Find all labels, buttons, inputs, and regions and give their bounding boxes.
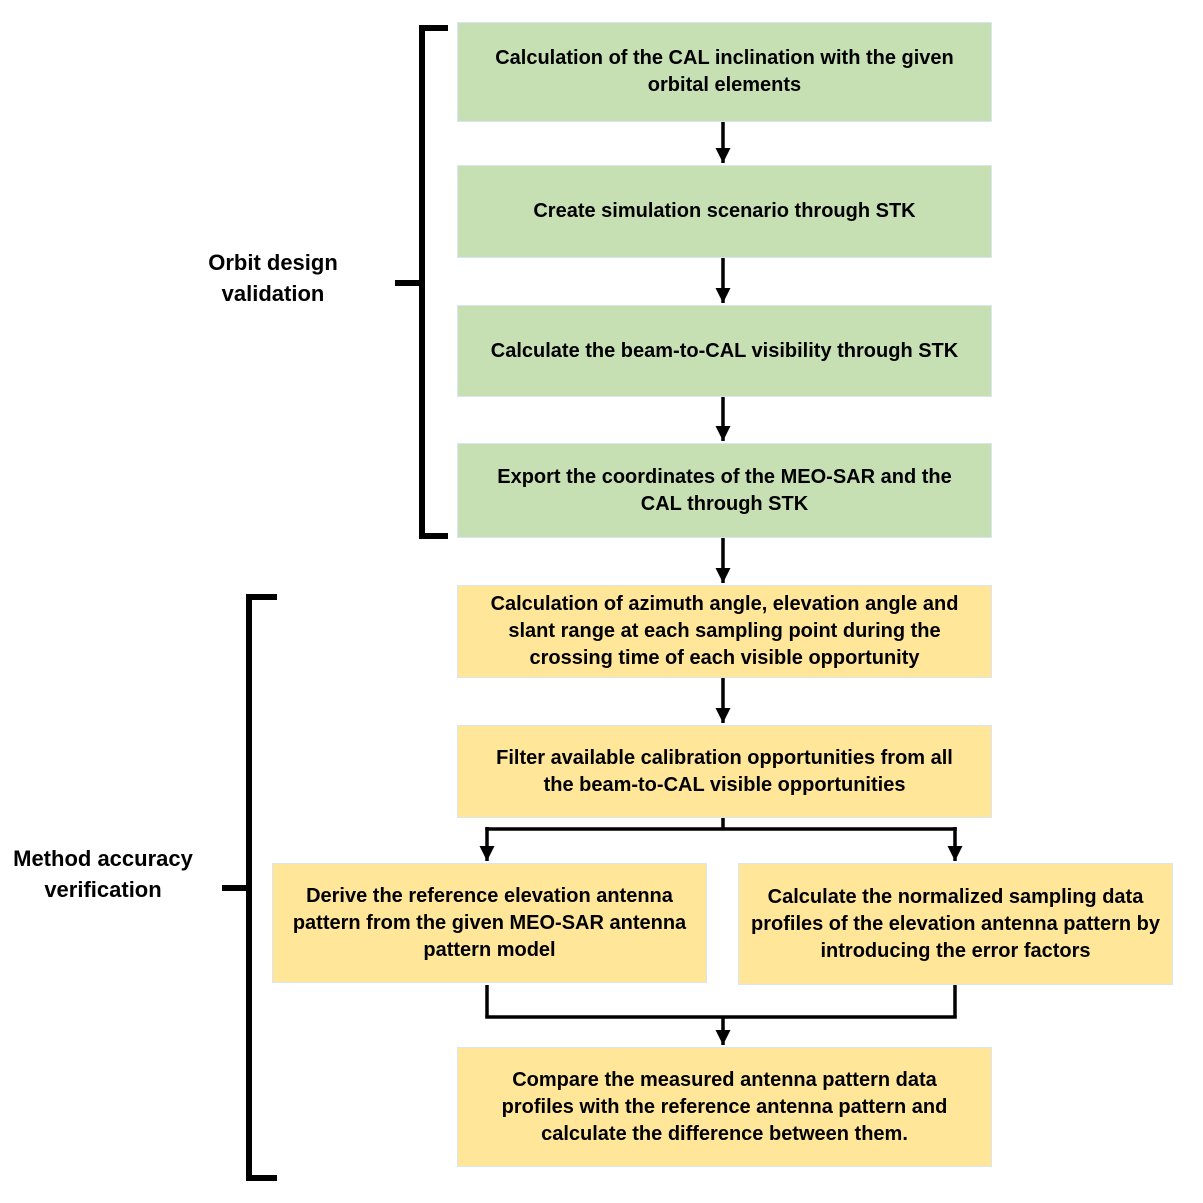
branch-connector — [479, 818, 963, 861]
step-export-coordinates: Export the coordinates of the MEO-SAR an… — [457, 443, 992, 538]
step-calculate-angles-slant-range: Calculation of azimuth angle, elevation … — [457, 585, 992, 678]
bracket-method-accuracy-verification — [222, 594, 277, 1181]
step-text: Export the coordinates of the MEO-SAR an… — [497, 465, 952, 515]
merge-connector — [485, 985, 957, 1045]
step-text: Calculate the normalized sampling data p… — [751, 885, 1160, 962]
step-derive-reference-pattern: Derive the reference elevation antenna p… — [272, 863, 707, 983]
step-text: Calculate the beam-to-CAL visibility thr… — [490, 339, 959, 362]
step-calculate-beam-to-cal-visibility: Calculate the beam-to-CAL visibility thr… — [457, 305, 992, 397]
step-create-simulation-scenario: Create simulation scenario through STK — [457, 165, 992, 258]
step-text: Derive the reference elevation antenna p… — [292, 884, 687, 961]
group-label-orbit-design-validation: Orbit design validation — [208, 250, 338, 306]
step-text: Compare the measured antenna pattern dat… — [501, 1068, 948, 1145]
step-calculate-cal-inclination: Calculation of the CAL inclination with … — [457, 22, 992, 122]
step-text: Calculation of azimuth angle, elevation … — [490, 593, 959, 669]
step-text: Filter available calibration opportuniti… — [496, 746, 953, 796]
step-compare-patterns: Compare the measured antenna pattern dat… — [457, 1047, 992, 1167]
step-calculate-normalized-profiles: Calculate the normalized sampling data p… — [738, 863, 1173, 985]
step-text: Create simulation scenario through STK — [533, 200, 916, 222]
group-label-method-accuracy-verification: Method accuracy verification — [13, 846, 193, 902]
bracket-orbit-design-validation — [395, 25, 448, 539]
step-text: Calculation of the CAL inclination with … — [495, 47, 954, 96]
step-filter-calibration-opportunities: Filter available calibration opportuniti… — [457, 725, 992, 818]
